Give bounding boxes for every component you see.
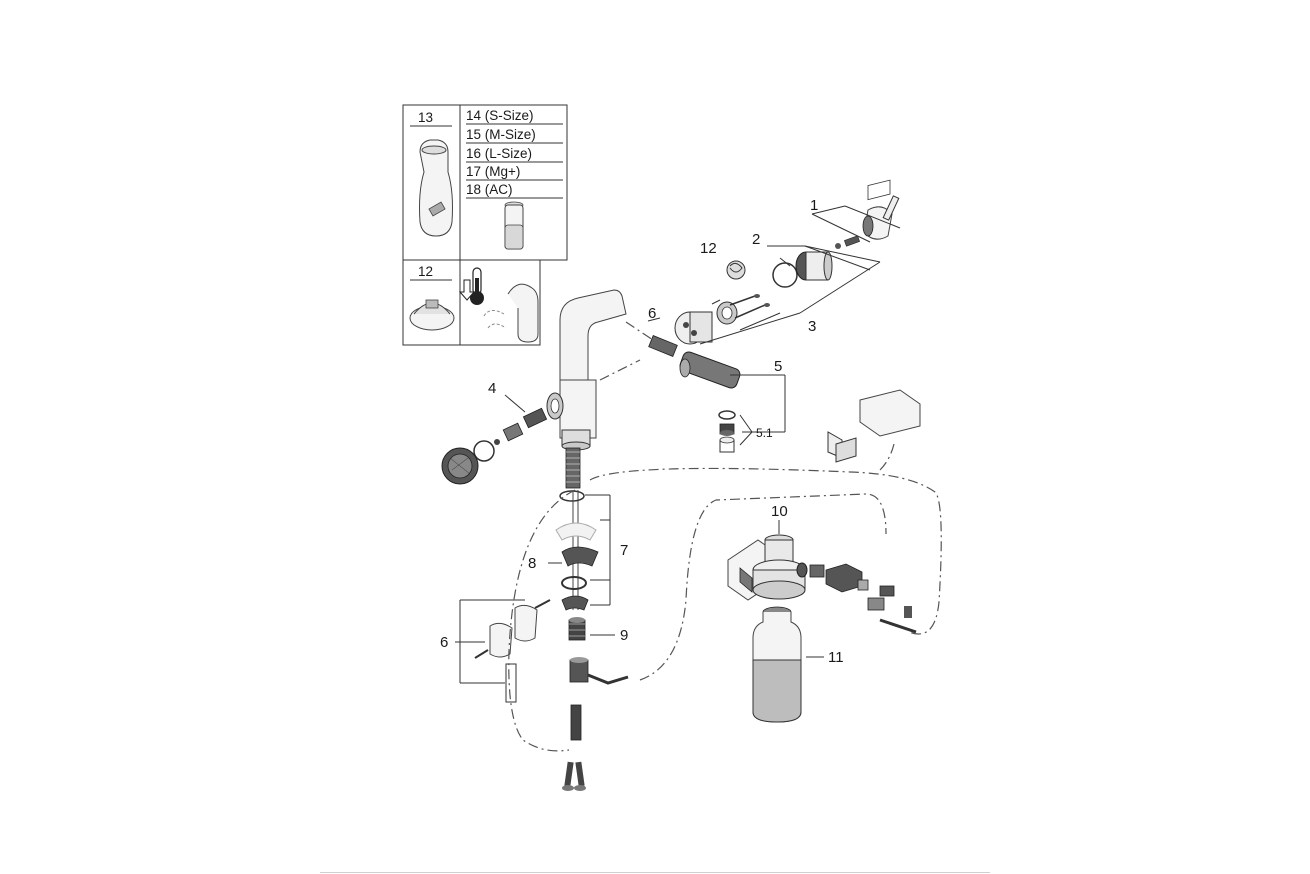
faucet-body	[546, 289, 627, 451]
hose-coupling-9	[568, 617, 629, 741]
electronic-box	[827, 179, 921, 463]
filter-size-ac: 18 (AC)	[466, 182, 513, 197]
callout-7: 7	[620, 542, 628, 559]
callout-6-top: 6	[648, 305, 656, 322]
bottom-divider	[320, 872, 990, 873]
thermometer-icon	[470, 267, 484, 305]
hose-routing	[508, 443, 942, 752]
filter-head-image	[409, 299, 455, 331]
lever-handle	[835, 195, 900, 249]
aerator-group	[718, 374, 786, 453]
callout-3: 3	[808, 318, 816, 335]
flow-meter-assembly	[809, 563, 917, 634]
wall-bracket-6	[455, 599, 551, 703]
lever-handle-image	[483, 283, 539, 343]
callout-2: 2	[752, 231, 760, 248]
callout-6-bottom: 6	[440, 634, 448, 651]
filter-size-list: 14 (S-Size) 15 (M-Size) 16 (L-Size) 17 (…	[466, 108, 563, 199]
filter-size-l: 16 (L-Size)	[466, 146, 532, 161]
callout-9: 9	[620, 627, 628, 644]
filter-cartridge-image	[419, 139, 453, 237]
connection-bolts	[562, 761, 586, 791]
side-knob-assembly	[441, 394, 548, 485]
pull-out-hose-connection	[599, 321, 678, 381]
callout-12: 12	[700, 240, 717, 257]
filter-size-s: 14 (S-Size)	[466, 108, 534, 123]
fixing-set-7	[548, 494, 611, 611]
filter-size-mg: 17 (Mg+)	[466, 164, 520, 179]
small-filter-image	[504, 201, 524, 250]
inset-filter-header: 13	[418, 110, 433, 125]
filter-head-10	[727, 534, 808, 601]
callout-1: 1	[810, 197, 818, 214]
callout-5: 5	[774, 358, 782, 375]
inset-head-header: 12	[418, 264, 433, 279]
arrow-down-icon	[458, 279, 476, 301]
callout-8: 8	[528, 555, 536, 572]
cartridge-assembly	[674, 294, 770, 345]
cap-and-oring	[772, 251, 833, 288]
seal-ring-12	[726, 260, 746, 280]
leader-lines-top	[647, 205, 901, 345]
callout-11: 11	[828, 649, 844, 666]
filter-size-m: 15 (M-Size)	[466, 127, 536, 142]
callout-4: 4	[488, 380, 496, 397]
callout-5-1: 5.1	[756, 426, 773, 440]
spray-head	[679, 351, 741, 389]
callout-labels: 1 2 3 4 5 5.1 6 6 7 8 9 10 11 12	[440, 197, 844, 666]
spare-parts-inset: 13 14 (S-Size) 15 (M-Size) 16 (L-Size) 1…	[402, 104, 568, 346]
filter-cartridge-11	[752, 606, 802, 723]
callout-10: 10	[771, 503, 788, 520]
